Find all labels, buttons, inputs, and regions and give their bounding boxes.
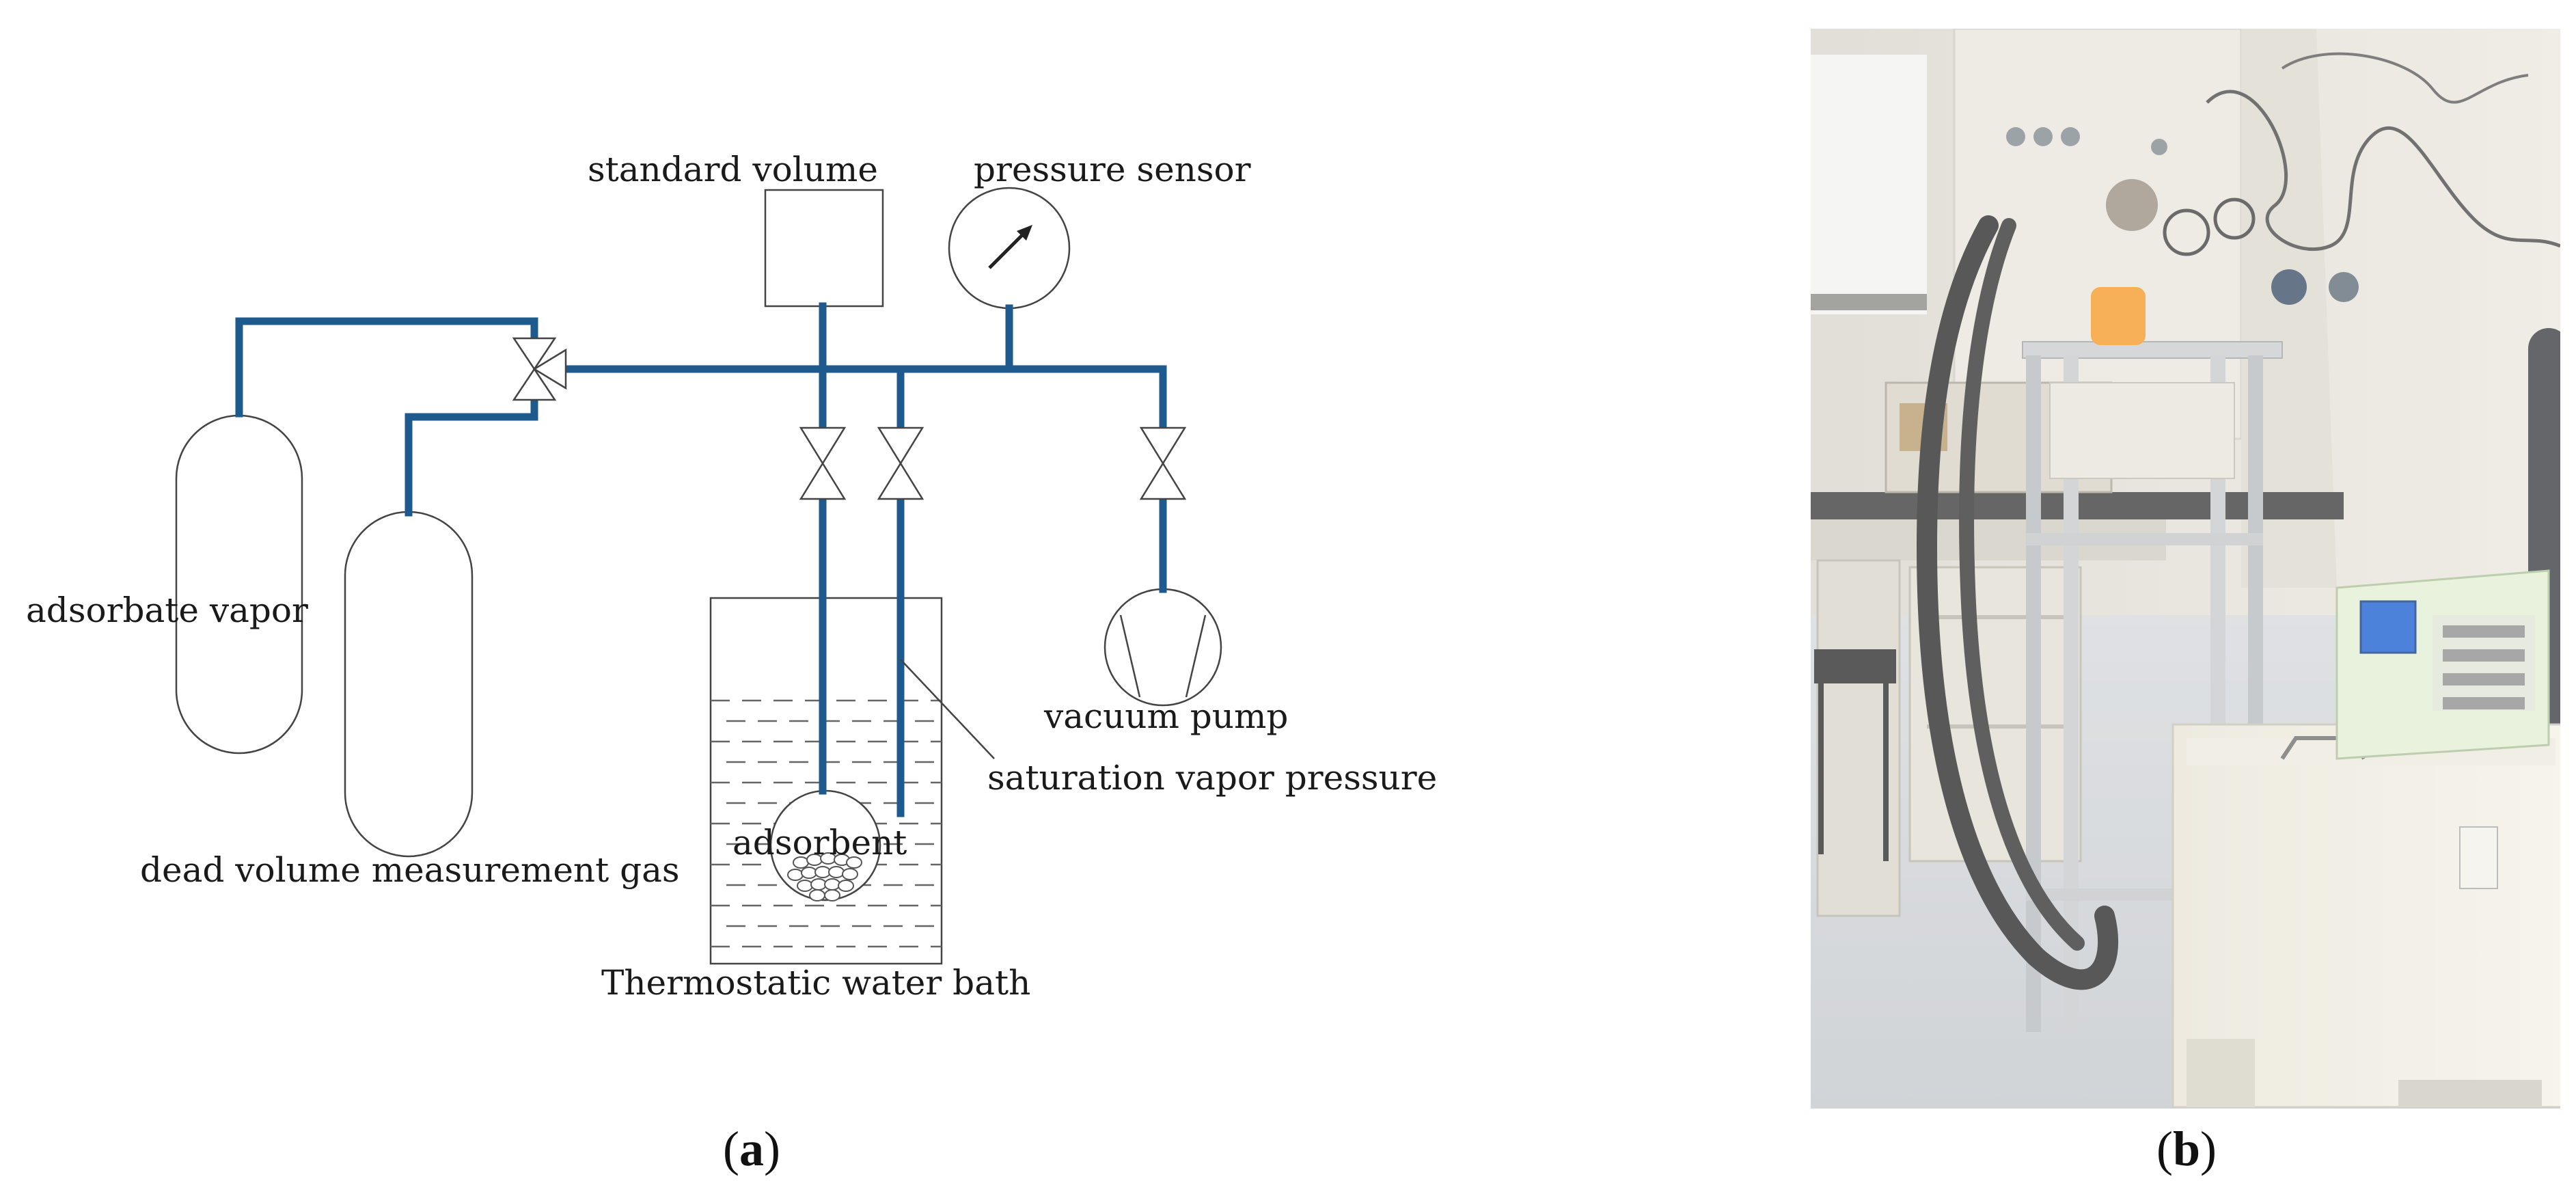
- valve-icon: [1139, 426, 1187, 500]
- standard-volume-box: [764, 189, 884, 308]
- caption-b-letter: b: [2173, 1122, 2200, 1176]
- saturation-leader-line: [900, 659, 995, 759]
- caption-a-letter: a: [739, 1122, 764, 1176]
- label-adsorbent: adsorbent: [732, 823, 907, 863]
- valve-icon: [877, 426, 924, 500]
- pipe-segment: [235, 317, 538, 418]
- apparatus-photo: [1811, 29, 2560, 1109]
- valve-icon: [799, 426, 847, 500]
- piping: [235, 302, 1167, 817]
- adsorbent-sphere: [769, 789, 881, 901]
- label-water-bath: Thermostatic water bath: [601, 963, 1030, 1003]
- pipe-segment: [405, 396, 538, 517]
- label-adsorbate-vapor: adsorbate vapor: [26, 590, 308, 630]
- adsorbate-vapor-cylinder: [175, 414, 303, 755]
- label-saturation-pressure: saturation vapor pressure: [987, 758, 1437, 798]
- label-vacuum-pump: vacuum pump: [1043, 696, 1288, 736]
- caption-b-close: ): [2200, 1122, 2217, 1176]
- schematic-panel: standard volume pressure sensor adsorbat…: [26, 150, 1437, 1003]
- water-bath: [709, 597, 943, 965]
- caption-a: (a): [723, 1122, 780, 1176]
- pipe-segment: [562, 365, 1167, 432]
- vacuum-pump-icon: [1104, 588, 1222, 707]
- caption-a-open: (: [723, 1122, 739, 1176]
- label-pressure-sensor: pressure sensor: [974, 150, 1251, 189]
- label-dead-volume-gas: dead volume measurement gas: [140, 850, 680, 890]
- caption-b: (b): [2156, 1122, 2217, 1176]
- dead-volume-gas-cylinder: [344, 511, 474, 858]
- pressure-gauge-icon: [948, 187, 1071, 310]
- label-standard-volume: standard volume: [588, 150, 878, 189]
- caption-b-open: (: [2156, 1122, 2173, 1176]
- caption-a-close: ): [764, 1122, 780, 1176]
- three-way-valve-icon: [512, 337, 567, 401]
